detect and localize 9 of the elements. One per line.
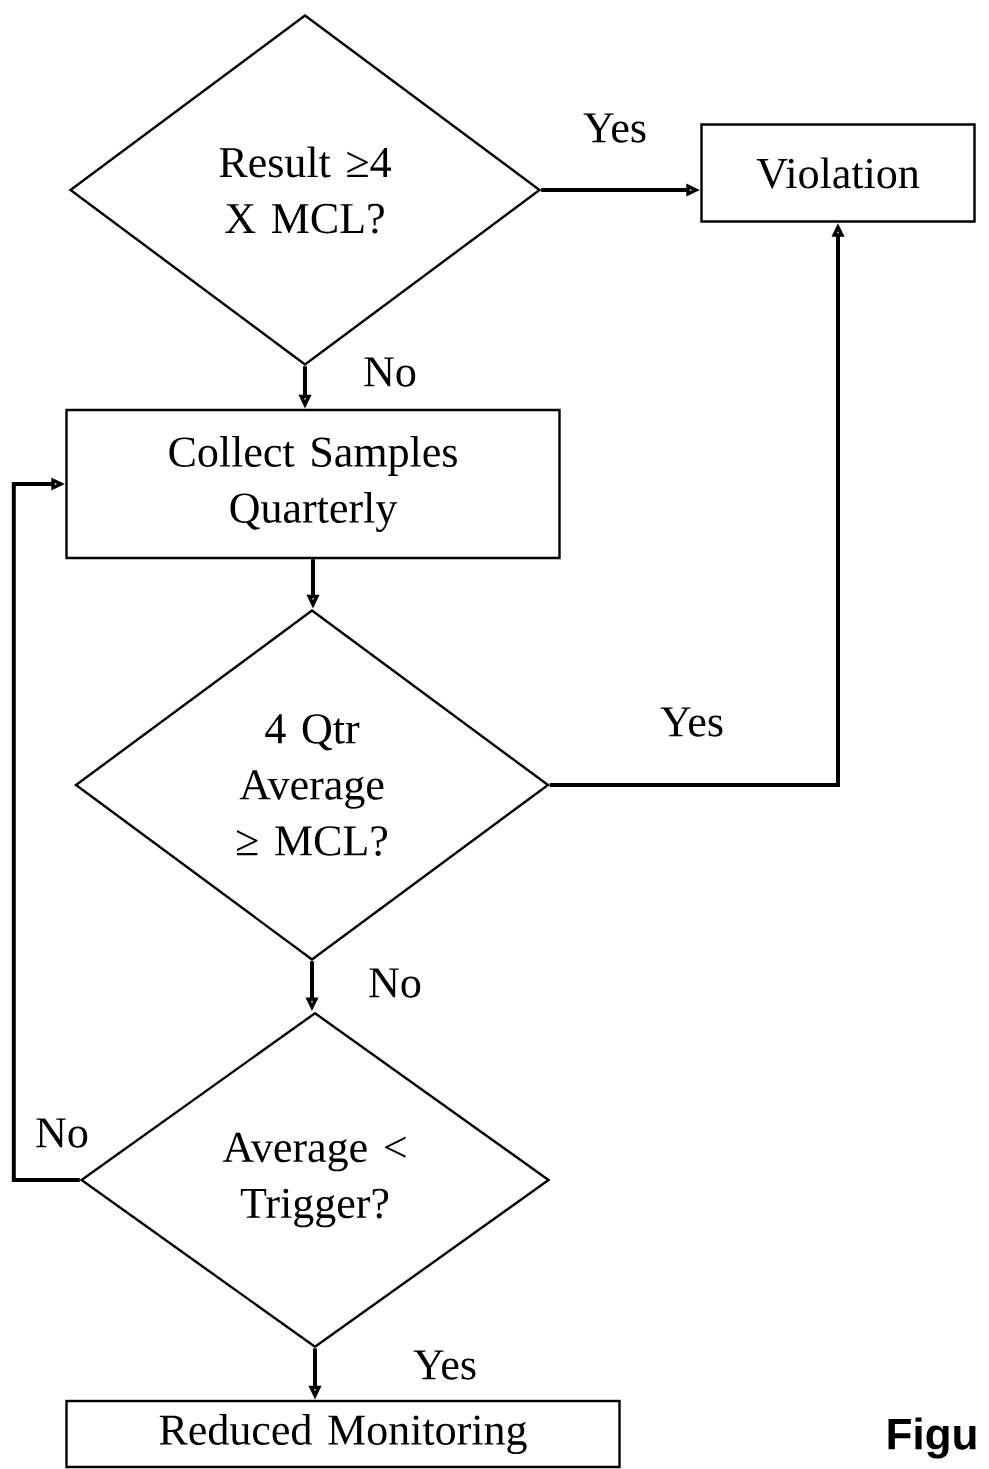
process-box: Violation: [700, 123, 976, 223]
figure-label: Figu: [888, 1417, 976, 1459]
edge-label: No: [366, 966, 424, 1000]
arrow: [11, 477, 80, 1182]
process-box: Reduced Monitoring: [65, 1399, 621, 1469]
edge-label: Yes: [658, 705, 726, 739]
edge-label: Yes: [411, 1348, 479, 1382]
process-box: Collect Samples Quarterly: [65, 408, 561, 560]
edge-label: Yes: [581, 111, 649, 145]
